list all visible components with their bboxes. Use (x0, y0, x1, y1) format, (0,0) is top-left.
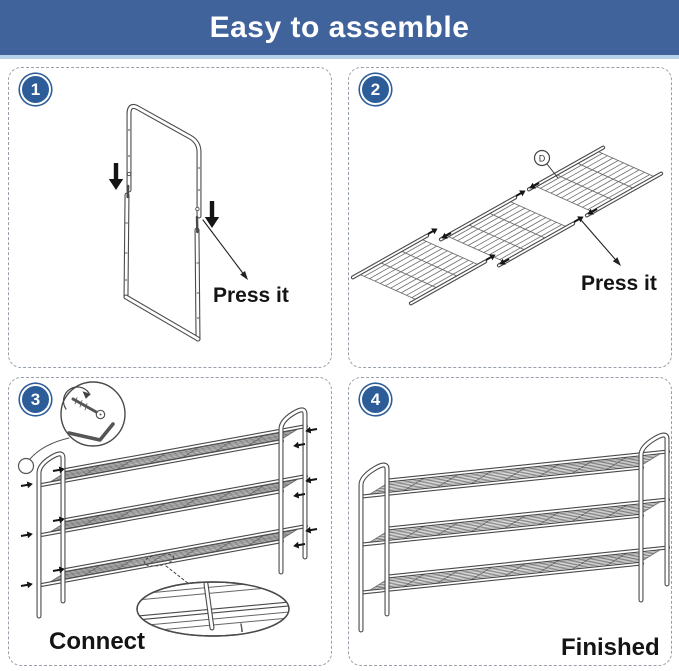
step-3-connect-rack-illustration (17, 381, 318, 637)
svg-text:D: D (539, 154, 546, 164)
step-1-side-frame-illustration (108, 104, 248, 342)
step-panel-4: 4 Finished (348, 377, 672, 666)
step-4-finished-rack-illustration (358, 432, 670, 633)
step-2-press-it-label: Press it (581, 272, 657, 295)
banner-title: Easy to assemble (209, 10, 470, 44)
step-4-number-badge: 4 (360, 384, 391, 415)
step-panel-2: 2 D Press it (348, 67, 672, 368)
step-2-wire-shelves-illustration: D (350, 145, 664, 306)
step-1-press-it-label: Press it (213, 284, 289, 307)
banner: Easy to assemble (0, 0, 679, 55)
banner-accent-strip (0, 55, 679, 59)
step-1-number-badge: 1 (20, 74, 51, 105)
step-4-finished-label: Finished (561, 634, 660, 661)
step-3-number-badge: 3 (20, 384, 51, 415)
step-3-connect-label: Connect (49, 628, 145, 655)
step-2-number-badge: 2 (360, 74, 391, 105)
step-panel-1: 1 Press it (8, 67, 332, 368)
step-panel-3: 3 Connect (8, 377, 332, 666)
